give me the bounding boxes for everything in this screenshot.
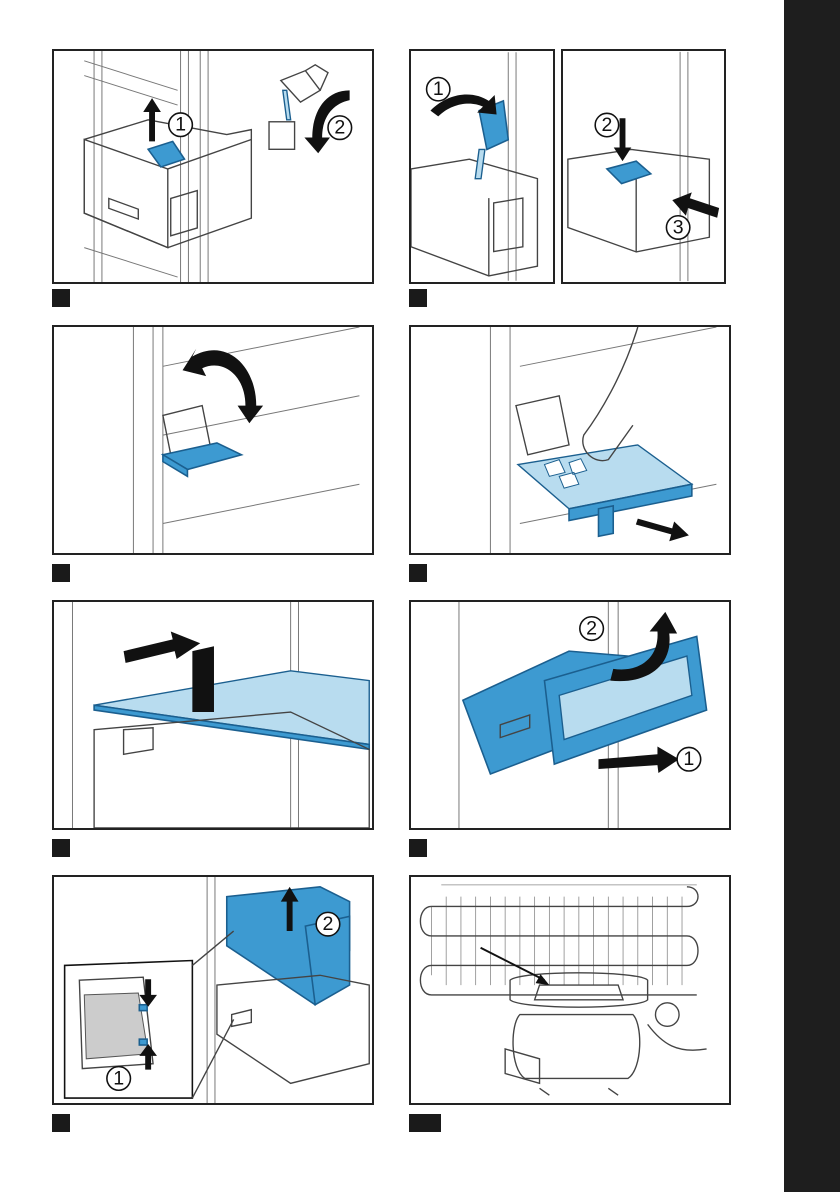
callout-1: 1 bbox=[427, 78, 450, 101]
svg-text:2: 2 bbox=[601, 114, 612, 136]
callout-2: 2 bbox=[595, 113, 618, 136]
chapter-sidebar-tab bbox=[784, 0, 840, 1192]
figure-tag bbox=[52, 1114, 70, 1132]
callout-2: 2 bbox=[580, 617, 604, 641]
svg-text:1: 1 bbox=[113, 1067, 124, 1089]
callout-1: 1 bbox=[677, 747, 701, 771]
fig-remove-ice bbox=[409, 325, 731, 555]
fig-insert-tray: 2 3 bbox=[561, 49, 726, 284]
svg-text:1: 1 bbox=[683, 748, 694, 770]
figure-tag bbox=[409, 1114, 441, 1132]
svg-text:2: 2 bbox=[334, 117, 345, 139]
figure-tag bbox=[52, 289, 70, 307]
callout-2: 2 bbox=[316, 912, 340, 936]
callout-1: 1 bbox=[107, 1067, 131, 1091]
svg-text:2: 2 bbox=[586, 618, 597, 640]
figure-tag bbox=[409, 564, 427, 582]
fig-compressor-tray bbox=[409, 875, 731, 1105]
svg-text:1: 1 bbox=[175, 114, 186, 136]
fig-remove-drawer: 2 1 bbox=[409, 600, 731, 830]
figure-tag bbox=[409, 289, 427, 307]
fig-pour-water-tray: 1 2 bbox=[52, 49, 374, 284]
figure-tag bbox=[52, 839, 70, 857]
figure-tag bbox=[409, 839, 427, 857]
fig-refill-tray: 1 bbox=[409, 49, 555, 284]
svg-text:1: 1 bbox=[433, 78, 444, 100]
fig-remove-shelf bbox=[52, 600, 374, 830]
fig-twist-tray bbox=[52, 325, 374, 555]
callout-2: 2 bbox=[328, 116, 352, 140]
fig-remove-ice-box: 2 1 bbox=[52, 875, 374, 1105]
svg-text:2: 2 bbox=[322, 913, 333, 935]
callout-3: 3 bbox=[666, 216, 689, 239]
figure-tag bbox=[52, 564, 70, 582]
svg-text:3: 3 bbox=[673, 216, 684, 238]
callout-1: 1 bbox=[169, 113, 193, 137]
